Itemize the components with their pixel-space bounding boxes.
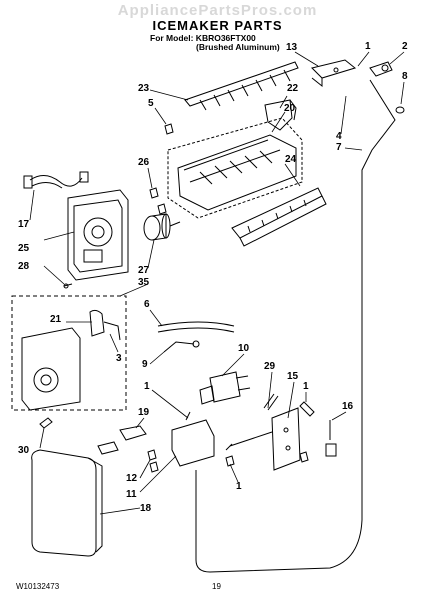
page-title: ICEMAKER PARTS [152, 18, 283, 33]
nut-part-8 [395, 106, 405, 114]
callout-3: 3 [116, 353, 122, 364]
screw-part-2 [369, 61, 393, 77]
callout-leaders [29, 51, 405, 515]
callout-9: 9 [142, 359, 148, 370]
ejector-part-23 [184, 61, 299, 111]
callout-18: 18 [140, 503, 152, 514]
callout-28: 28 [18, 261, 30, 272]
clamp-part-9 [163, 340, 200, 353]
screw-part-1d [225, 455, 235, 467]
water-valve-part-10 [199, 371, 251, 405]
callout-1: 1 [365, 41, 371, 52]
front-cover-part-18 [31, 449, 103, 557]
callout-22: 22 [287, 83, 299, 94]
callout-11: 11 [126, 489, 137, 500]
screw-part-30 [39, 417, 53, 429]
screw-part-12 [147, 449, 159, 473]
callout-26: 26 [138, 157, 150, 168]
callout-19: 19 [138, 407, 150, 418]
clip-part-19 [97, 425, 147, 455]
fill-cup-part-24 [231, 187, 327, 247]
callout-20: 20 [284, 103, 296, 114]
assembly-box-part-35 [11, 295, 127, 411]
callout-1-lower: 1 [144, 381, 150, 392]
model-line: For Model: KBRO36FTX00 [150, 33, 256, 43]
ice-mold-part-20 [177, 134, 297, 211]
callout-4: 4 [336, 131, 342, 142]
callout-6: 6 [144, 299, 150, 310]
arm-part-22 [264, 99, 297, 131]
callout-23: 23 [138, 83, 150, 94]
screw-part-28 [63, 283, 73, 289]
callout-35: 35 [138, 277, 150, 288]
wire-part-29 [225, 393, 279, 451]
callout-29: 29 [264, 361, 276, 372]
tube-part-6 [157, 321, 235, 333]
bracket-part-15 [271, 407, 301, 471]
fill-tube-part-7 [195, 79, 396, 573]
callout-5: 5 [148, 98, 154, 109]
bracket-part-13 [311, 59, 357, 88]
callout-2: 2 [402, 41, 408, 52]
callout-30: 30 [18, 445, 30, 456]
motor-part-27 [143, 213, 181, 241]
screw-part-5 [164, 123, 174, 135]
callout-25: 25 [18, 243, 30, 254]
callout-24: 24 [285, 154, 297, 165]
callout-10: 10 [238, 343, 250, 354]
assembly-35-detail [21, 309, 121, 411]
callout-15: 15 [287, 371, 299, 382]
callout-1-right: 1 [303, 381, 309, 392]
callout-21: 21 [50, 314, 62, 325]
bracket-part-11 [171, 411, 215, 467]
callout-17: 17 [18, 219, 30, 230]
callout-13: 13 [286, 42, 298, 53]
mold-outline-dashed [167, 117, 303, 219]
callout-27: 27 [138, 265, 150, 276]
callout-16: 16 [342, 401, 354, 412]
callout-7: 7 [336, 142, 342, 153]
part-16 [325, 420, 337, 457]
finish-line: (Brushed Aluminum) [196, 42, 280, 52]
harness-part-17 [23, 171, 89, 189]
callout-12: 12 [126, 473, 138, 484]
screw-part-1-group [299, 401, 315, 463]
callout-8: 8 [402, 71, 408, 82]
document-number: W10132473 [16, 582, 60, 591]
callout-1-bottom: 1 [236, 481, 242, 492]
watermark: AppliancePartsPros.com [117, 2, 318, 19]
control-housing-part-25 [67, 189, 129, 281]
page-number: 19 [212, 582, 221, 591]
screw-part-26 [149, 187, 167, 215]
